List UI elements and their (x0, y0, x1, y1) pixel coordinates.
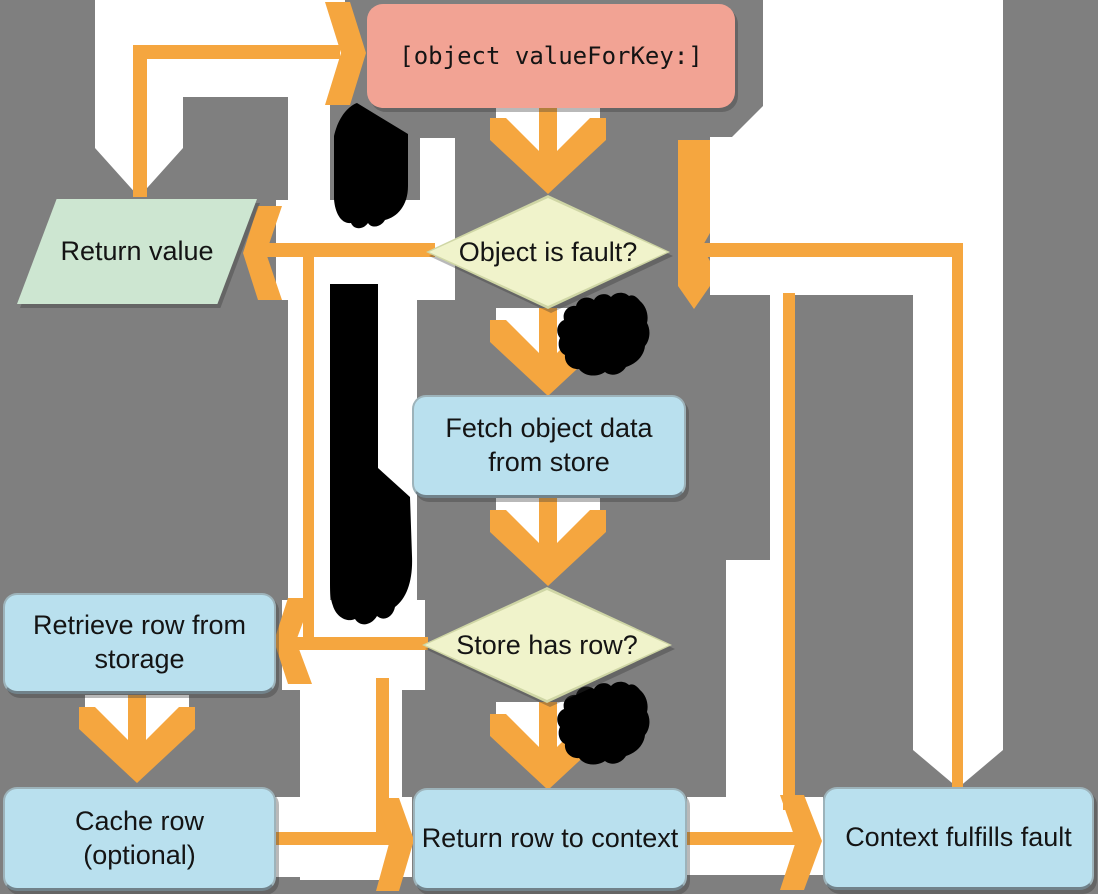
node-object-is-fault: Object is fault? (426, 195, 670, 309)
arrow-fetch-to-hasrow (490, 498, 606, 586)
node-return-value-label: Return value (60, 236, 214, 266)
line-row-no (292, 637, 428, 650)
line-return-to-context (687, 832, 802, 845)
ink-blob-left-column (330, 284, 413, 625)
node-store-has-row-label: Store has row? (456, 629, 638, 660)
channel-right-column-1 (726, 295, 783, 800)
arrowhead-into-retrieve-row (274, 598, 312, 684)
node-retrieve-row-label: Retrieve row from storage (32, 610, 247, 674)
node-context-fulfills: Context fulfills fault (823, 787, 1094, 890)
node-return-row-label: Return row to context (421, 823, 679, 854)
node-context-fulfills-label: Context fulfills fault (845, 822, 1072, 853)
ink-blob-top-left (334, 103, 408, 229)
node-object-is-fault-label: Object is fault? (458, 236, 638, 267)
orange-connectors (133, 2, 963, 891)
line-right-column-2 (952, 250, 963, 787)
line-right-column-1 (783, 293, 795, 810)
node-fetch-object-data: Fetch object data from store (412, 395, 686, 498)
line-fault-no (262, 243, 435, 257)
line-left-vertical (303, 250, 314, 645)
arrowhead-into-context (780, 795, 822, 890)
node-retrieve-row: Retrieve row from storage (3, 593, 276, 694)
ink-blobs (330, 103, 650, 765)
channel-diamond-left (420, 138, 455, 203)
arrowhead-into-valueforkey (325, 2, 366, 105)
node-cache-row-label: Cache row (optional) (74, 805, 205, 870)
arrow-valueforkey-to-fault (490, 106, 606, 194)
node-return-row: Return row to context (413, 788, 687, 891)
arrowhead-into-return-row (376, 798, 414, 891)
line-cache-to-return (276, 832, 396, 845)
bar-right-of-diamond (678, 140, 710, 309)
node-store-has-row: Store has row? (422, 587, 672, 703)
node-cache-row: Cache row (optional) (3, 787, 276, 891)
line-return-value-up (133, 45, 147, 197)
node-value-for-key-label: [object valueForKey:] (399, 42, 703, 70)
channel-top-right-block (710, 0, 1003, 295)
node-return-value: Return value (17, 199, 257, 304)
line-top-horizontal (133, 45, 340, 59)
arrow-retrieve-to-cache (79, 695, 195, 783)
node-value-for-key: [object valueForKey:] (367, 4, 735, 108)
line-top-right-horizontal (700, 243, 963, 257)
node-fetch-object-data-label: Fetch object data from store (445, 413, 653, 477)
parallelogram-shape (17, 199, 257, 304)
